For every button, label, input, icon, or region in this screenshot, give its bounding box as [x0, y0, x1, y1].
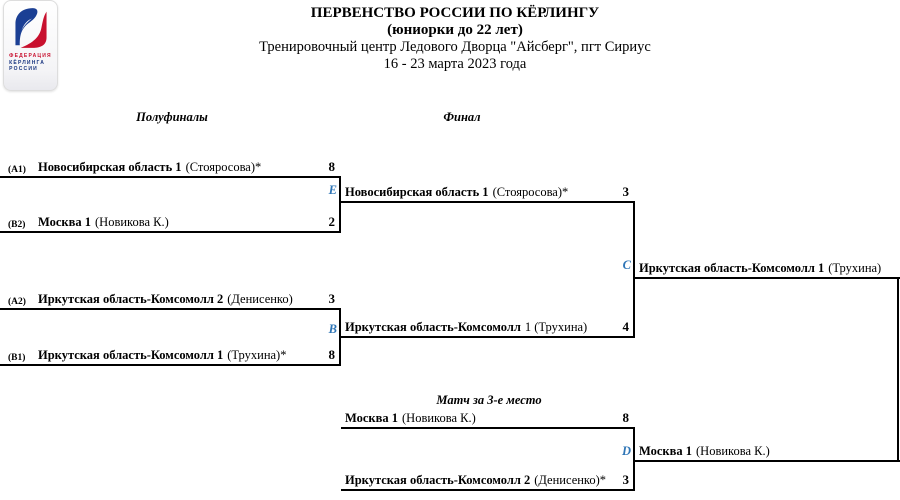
- team-row-third-bottom: Иркутская область-Комсомолл 2 (Денисенко…: [341, 469, 635, 491]
- title-dates: 16 - 23 марта 2023 года: [383, 56, 527, 72]
- curling-federation-emblem-icon: [14, 8, 47, 48]
- skip-name: (Денисенко): [227, 292, 293, 306]
- seed-label: (B2): [8, 220, 26, 230]
- logo-line-1: ФЕДЕРАЦИЯ: [9, 53, 52, 59]
- skip-name: (Трухина)*: [227, 348, 287, 362]
- team-row-final-top: Новосибирская область 1 (Стояросова)* 3: [341, 181, 635, 203]
- skip-name: 1 (Трухина): [524, 320, 588, 334]
- score: 3: [622, 184, 630, 199]
- title-championship: ПЕРВЕНСТВО РОССИИ ПО КЁРЛИНГУ: [310, 5, 600, 21]
- team-name: Иркутская область-Комсомолл 2: [38, 292, 224, 306]
- team-row-sf1-bottom: (B2) Москва 1 (Новикова К.) 2: [0, 211, 341, 233]
- match-letter-c: C: [622, 258, 631, 272]
- skip-name: (Стояросова)*: [185, 160, 262, 174]
- team-row-final-bottom: Иркутская область-Комсомолл 1 (Трухина) …: [341, 316, 635, 338]
- bracket-connector-third: [633, 427, 635, 491]
- seed-label: (B1): [8, 353, 26, 363]
- team-row-sf2-bottom: (B1) Иркутская область-Комсомолл 1 (Трух…: [0, 344, 341, 366]
- header-semifinals: Полуфиналы: [136, 110, 208, 124]
- team-name: Иркутская область-Комсомолл 2: [345, 473, 531, 487]
- title-category: (юниорки до 22 лет): [387, 22, 523, 38]
- header-final: Финал: [443, 110, 481, 124]
- skip-name: (Новикова К.): [402, 411, 476, 425]
- skip-name: (Трухина): [828, 261, 882, 275]
- score: 3: [328, 291, 336, 306]
- document-title-block: ПЕРВЕНСТВО РОССИИ ПО КЁРЛИНГУ (юниорки д…: [10, 5, 900, 73]
- score: 3: [622, 472, 630, 487]
- team-row-sf1-top: (A1) Новосибирская область 1 (Стояросова…: [0, 156, 341, 178]
- score: 8: [622, 410, 630, 425]
- match-letter-b: B: [328, 322, 337, 336]
- team-name: Иркутская область-Комсомолл 1: [38, 348, 224, 362]
- team-name: Москва 1: [345, 411, 399, 425]
- score: 2: [328, 214, 336, 229]
- team-name: Новосибирская область 1: [38, 160, 182, 174]
- score: 8: [328, 159, 336, 174]
- skip-name: (Денисенко)*: [534, 473, 607, 487]
- score: 8: [328, 347, 336, 362]
- team-name: Иркутская область-Комсомолл: [345, 320, 521, 334]
- skip-name: (Новикова К.): [95, 215, 169, 229]
- team-name: Москва 1: [639, 444, 693, 458]
- skip-name: (Стояросова)*: [492, 185, 569, 199]
- team-name: Москва 1: [38, 215, 92, 229]
- match-letter-d: D: [621, 444, 631, 458]
- header-third-place: Матч за 3-е место: [436, 393, 542, 407]
- seed-label: (A1): [8, 165, 26, 175]
- logo-line-2: КЁРЛИНГА: [9, 59, 46, 66]
- bracket-connector-right-edge: [897, 277, 899, 462]
- team-row-sf2-top: (A2) Иркутская область-Комсомолл 2 (Дени…: [0, 288, 341, 310]
- team-row-third-top: Москва 1 (Новикова К.) 8: [341, 407, 635, 429]
- skip-name: (Новикова К.): [696, 444, 770, 458]
- team-row-champion: Иркутская область-Комсомолл 1 (Трухина): [635, 257, 900, 279]
- bracket-connector-sf1: [339, 176, 341, 233]
- match-letter-e: E: [328, 183, 337, 197]
- federation-logo: ФЕДЕРАЦИЯ КЁРЛИНГА РОССИИ: [3, 0, 58, 91]
- team-name: Иркутская область-Комсомолл 1: [639, 261, 825, 275]
- title-venue: Тренировочный центр Ледового Дворца "Айс…: [259, 39, 651, 55]
- team-row-third-winner: Москва 1 (Новикова К.): [635, 440, 900, 462]
- seed-label: (A2): [8, 297, 26, 307]
- logo-line-3: РОССИИ: [9, 66, 38, 72]
- score: 4: [622, 319, 630, 334]
- team-name: Новосибирская область 1: [345, 185, 489, 199]
- bracket-connector-final: [633, 201, 635, 338]
- bracket-connector-sf2: [339, 308, 341, 366]
- federation-logo-text: ФЕДЕРАЦИЯ КЁРЛИНГА РОССИИ: [9, 53, 52, 73]
